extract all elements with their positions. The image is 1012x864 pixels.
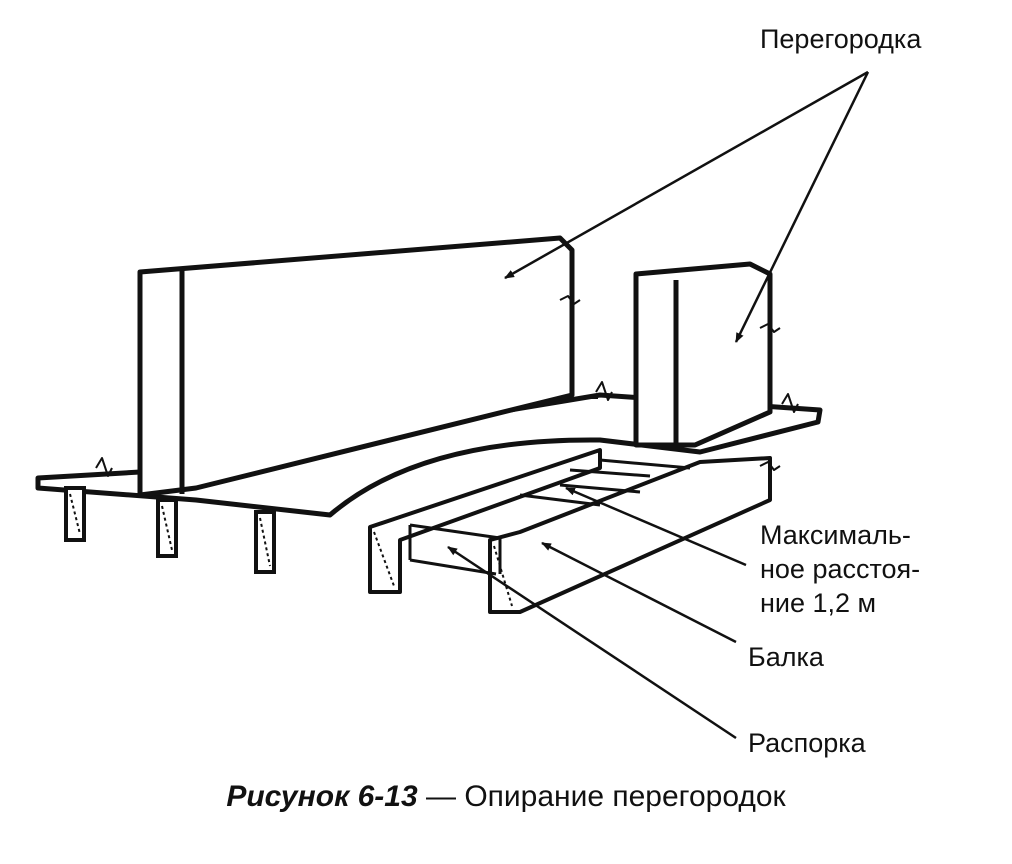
strut-blocks — [408, 458, 691, 576]
beam-label: Балка — [748, 642, 824, 672]
strut-label: Распорка — [748, 728, 866, 758]
figure-caption: Рисунок 6-13 — Опирание перегородок — [0, 780, 1012, 814]
floor-sheathing — [35, 392, 823, 518]
caption-dash: — — [417, 780, 465, 813]
floor-joist — [254, 510, 276, 574]
max-distance-label-line: ное расстоя- — [760, 554, 921, 584]
partition-label: Перегородка — [760, 24, 922, 54]
figure-number: Рисунок 6-13 — [226, 780, 418, 813]
max-distance-label-line: ние 1,2 м — [760, 588, 877, 618]
floor-joist — [156, 498, 178, 558]
max-distance-label-line: Максималь- — [760, 520, 911, 550]
short-partition-wall — [95, 261, 799, 500]
max-distance-label: Максималь- ное расстоя- ние 1,2 м — [760, 518, 920, 620]
long-partition-wall — [137, 235, 598, 498]
leader-lines — [447, 70, 870, 740]
left-double-beam — [368, 448, 602, 594]
floor-joist — [64, 486, 86, 542]
caption-text: Опирание перегородок — [464, 780, 786, 813]
